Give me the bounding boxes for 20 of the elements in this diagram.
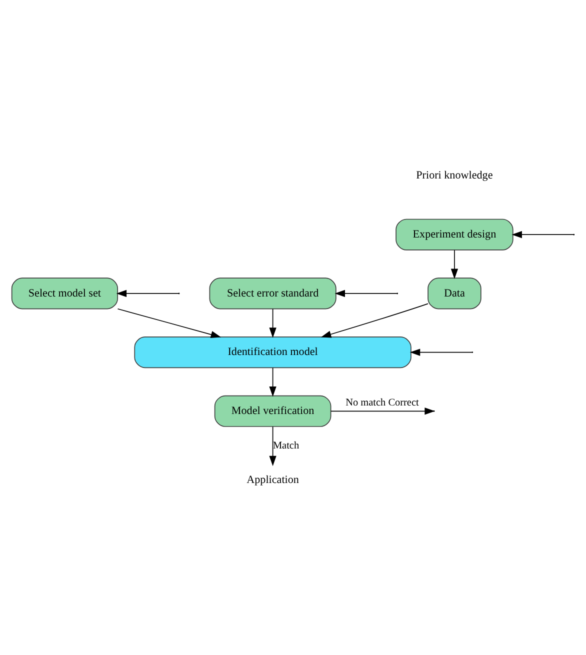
arrow <box>116 289 179 297</box>
arrow <box>334 289 398 297</box>
node-box: Experiment design <box>396 218 514 250</box>
node-box: Identification model <box>134 336 412 368</box>
node-box: Select error standard <box>209 277 336 309</box>
arrow <box>450 249 458 279</box>
arrow <box>269 308 276 338</box>
arrow <box>117 308 222 338</box>
node-box: Data <box>428 277 482 309</box>
node-text: Application <box>246 474 299 486</box>
arrow <box>512 230 574 238</box>
node-box: Select model set <box>11 277 118 309</box>
arrow <box>269 426 276 466</box>
arrow <box>320 302 428 338</box>
node-box: Model verification <box>214 394 332 426</box>
arrow <box>410 348 472 356</box>
arrow <box>269 366 276 396</box>
label: Priori knowledge <box>416 169 493 182</box>
edge-label: Match <box>272 440 300 451</box>
edge-label: No match Correct <box>346 397 419 408</box>
